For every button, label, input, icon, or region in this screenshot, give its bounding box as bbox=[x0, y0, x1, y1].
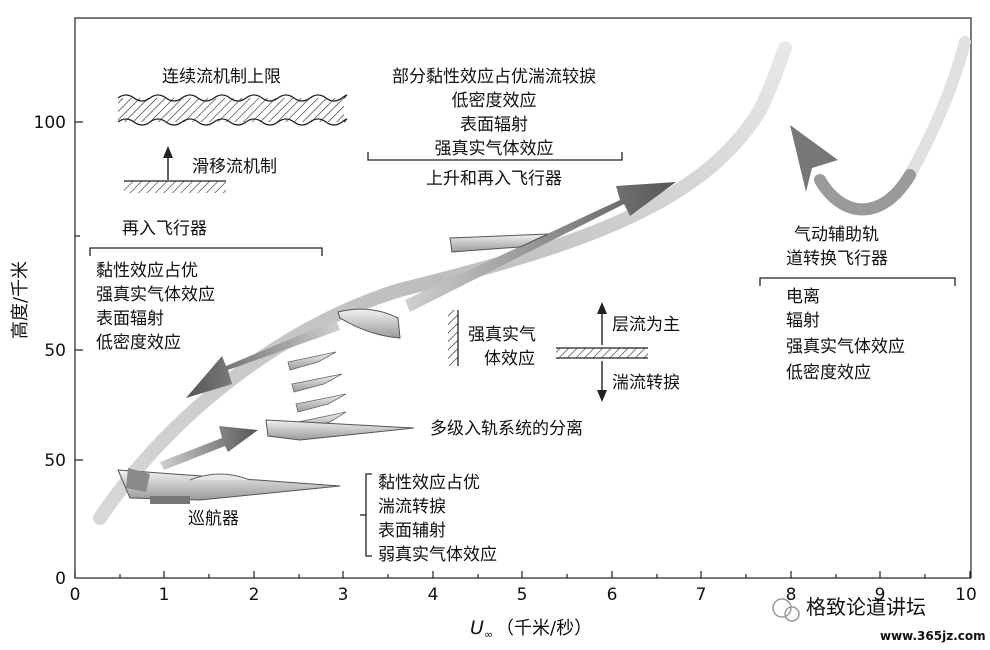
y-tick-marks bbox=[75, 121, 83, 461]
x-tick-marks bbox=[74, 571, 971, 578]
reentry-effect-2: 强真实气体效应 bbox=[96, 285, 215, 305]
y-tick-labels: 0 50 50 100 bbox=[34, 113, 66, 589]
x-tick-labels: 0 1 2 3 4 5 6 7 8 9 10 bbox=[70, 585, 977, 605]
y-tick-50b: 50 bbox=[44, 341, 66, 361]
cruiser-brace bbox=[365, 473, 372, 557]
cruiser-effect-4: 弱真实气体效应 bbox=[378, 545, 497, 565]
reentry-capsule bbox=[337, 308, 401, 339]
watermark: 格致论道讲坛 www.365jz.com bbox=[772, 595, 986, 643]
continuum-limit-label: 连续流机制上限 bbox=[162, 67, 281, 87]
strong-gas-label-1: 强真实气 bbox=[468, 325, 536, 345]
x-tick-3: 3 bbox=[338, 585, 349, 605]
multistage-stack bbox=[287, 351, 347, 431]
wechat-icon bbox=[772, 598, 792, 618]
aeroassist-arrowhead bbox=[790, 125, 838, 192]
slip-flow-marker bbox=[124, 146, 226, 193]
plot-frame bbox=[74, 17, 972, 579]
ascent-reentry-label: 上升和再入飞行器 bbox=[426, 169, 562, 189]
top-effect-4: 强真实气体效应 bbox=[435, 139, 554, 159]
y-tick-50a: 50 bbox=[44, 451, 66, 471]
aero-effect-3: 强真实气体效应 bbox=[786, 337, 905, 357]
cruiser-effect-3: 表面辅射 bbox=[378, 521, 446, 541]
x-tick-4: 4 bbox=[428, 585, 439, 605]
x-axis-title-symbol: U bbox=[470, 617, 484, 639]
x-tick-0: 0 bbox=[70, 585, 81, 605]
x-tick-2: 2 bbox=[249, 585, 260, 605]
cruiser-effect-2: 湍流转捩 bbox=[378, 497, 446, 517]
slip-flow-label: 滑移流机制 bbox=[192, 157, 277, 177]
aeroassist-brace bbox=[759, 277, 956, 286]
upper-vehicle bbox=[449, 233, 549, 253]
turbulent-label: 湍流转捩 bbox=[612, 373, 680, 393]
aeroassist-label-1: 气动辅助轨 bbox=[794, 225, 879, 245]
x-tick-9: 9 bbox=[875, 585, 886, 605]
x-tick-8: 8 bbox=[786, 585, 797, 605]
strong-gas-label-2: 体效应 bbox=[484, 349, 535, 369]
aeroassist-trajectory bbox=[814, 36, 971, 216]
x-tick-7: 7 bbox=[696, 585, 707, 605]
top-effect-2: 低密度效应 bbox=[452, 91, 537, 111]
x-axis-title-unit: （千米/秒） bbox=[496, 618, 592, 639]
cruiser-vehicle bbox=[117, 468, 341, 504]
aeroassist-effects-list: 电离 辐射 强真实气体效应 低密度效应 bbox=[786, 287, 905, 383]
y-axis-title: 高度/千米 bbox=[10, 261, 31, 339]
strong-gas-wall bbox=[448, 310, 459, 366]
x-tick-6: 6 bbox=[607, 585, 618, 605]
aero-effect-1: 电离 bbox=[786, 287, 820, 307]
reentry-brace bbox=[89, 247, 323, 256]
aero-effect-2: 辐射 bbox=[786, 311, 820, 331]
laminar-turbulent-marker bbox=[556, 302, 648, 402]
x-tick-1: 1 bbox=[159, 585, 170, 605]
reentry-effect-3: 表面辐射 bbox=[96, 309, 164, 329]
watermark-url: www.365jz.com bbox=[880, 629, 986, 643]
ascent-arrow bbox=[405, 182, 676, 312]
aeroassist-trajectory-dark bbox=[814, 169, 916, 216]
reentry-effect-1: 黏性效应占优 bbox=[96, 261, 198, 281]
cruiser-effects-list: 黏性效应占优 湍流转捩 表面辅射 弱真实气体效应 bbox=[378, 473, 497, 565]
top-effect-1: 部分黏性效应占优湍流较捩 bbox=[392, 67, 596, 87]
watermark-name: 格致论道讲坛 bbox=[806, 595, 926, 619]
y-tick-100: 100 bbox=[34, 113, 66, 133]
multistage-vehicle bbox=[265, 419, 415, 441]
top-effect-3: 表面辐射 bbox=[460, 115, 528, 135]
lower-ascent-arrow bbox=[160, 426, 258, 470]
aeroassist-label-2: 道转换飞行器 bbox=[786, 249, 888, 269]
reentry-vehicle-label: 再入飞行器 bbox=[122, 219, 207, 239]
x-tick-5: 5 bbox=[517, 585, 528, 605]
cruiser-effect-1: 黏性效应占优 bbox=[378, 473, 480, 493]
reentry-arrow bbox=[186, 320, 340, 398]
reentry-effects-list: 黏性效应占优 强真实气体效应 表面辐射 低密度效应 bbox=[96, 261, 215, 353]
top-effects-brace bbox=[367, 152, 623, 161]
x-axis-title-subscript: ∞ bbox=[484, 628, 493, 641]
continuum-limit-band bbox=[117, 94, 348, 126]
cruiser-label: 巡航器 bbox=[188, 509, 239, 529]
aero-effect-4: 低密度效应 bbox=[786, 363, 871, 383]
reentry-effect-4: 低密度效应 bbox=[96, 333, 181, 353]
y-tick-0: 0 bbox=[55, 569, 66, 589]
multistage-label: 多级入轨系统的分离 bbox=[430, 419, 583, 439]
top-effects-list: 部分黏性效应占优湍流较捩 低密度效应 表面辐射 强真实气体效应 bbox=[392, 67, 596, 159]
x-tick-10: 10 bbox=[955, 585, 977, 605]
laminar-label: 层流为主 bbox=[612, 315, 680, 335]
